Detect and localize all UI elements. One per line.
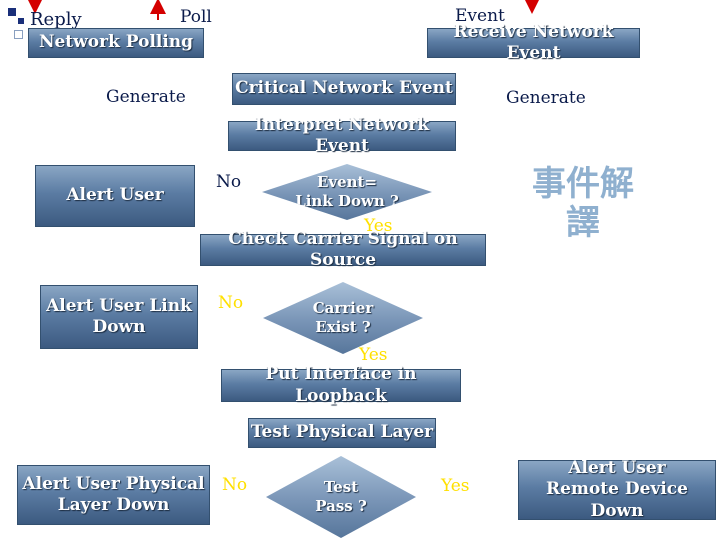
- alert-user-remote-line1: Alert User: [568, 458, 666, 479]
- check-carrier-signal-box: Check Carrier Signal on Source: [200, 229, 486, 270]
- event-link-down-line1: Event=: [316, 173, 378, 192]
- carrier-exist-line1: Carrier: [312, 299, 374, 318]
- yes-label-2: Yes: [359, 345, 388, 365]
- alert-user-box: Alert User: [35, 165, 195, 227]
- test-physical-layer-text: Test Physical Layer: [250, 422, 434, 443]
- put-interface-loopback-text: Put Interface in Loopback: [265, 364, 417, 406]
- alert-user-remote-device-box: Alert User Remote Device Down: [518, 458, 716, 521]
- network-polling-box: Network Polling: [28, 28, 204, 58]
- put-interface-loopback-box: Put Interface in Loopback: [221, 364, 461, 406]
- test-physical-layer-box: Test Physical Layer: [248, 418, 436, 448]
- alert-user-physical-line1: Alert User Physical: [22, 473, 205, 494]
- alert-user-remote-line2: Remote Device Down: [546, 479, 688, 521]
- alert-user-physical-layer-box: Alert User Physical Layer Down: [17, 465, 210, 525]
- slide-bullet-square-light: [14, 30, 23, 39]
- generate-right-label: Generate: [506, 88, 586, 108]
- no-label-1: No: [216, 172, 242, 192]
- watermark-line2: 譯: [566, 203, 600, 244]
- receive-network-event-box: Receive Network Event: [427, 22, 640, 63]
- poll-label: Poll: [180, 7, 212, 27]
- no-label-3: No: [222, 475, 248, 495]
- critical-network-event-text: Critical Network Event: [235, 78, 453, 99]
- alert-user-link-down-line1: Alert User Link: [46, 295, 192, 316]
- yes-label-1: Yes: [364, 216, 393, 236]
- interpret-network-event-box: Interpret Network Event: [228, 115, 456, 156]
- yes-label-3: Yes: [441, 476, 470, 496]
- test-pass-line2: Pass ?: [315, 497, 367, 515]
- alert-user-text: Alert User: [66, 185, 164, 206]
- check-carrier-signal-text: Check Carrier Signal on Source: [228, 228, 458, 270]
- slide-bullet-square-small: [18, 18, 24, 24]
- chinese-watermark: 事件解 譯: [523, 164, 643, 244]
- alert-user-physical-line2: Layer Down: [57, 495, 170, 515]
- event-link-down-line2: Link Down ?: [295, 192, 399, 210]
- no-label-2: No: [218, 293, 244, 313]
- alert-user-link-down-line2: Down: [92, 317, 146, 337]
- event-label: Event: [455, 6, 505, 26]
- generate-left-label: Generate: [106, 87, 186, 107]
- interpret-network-event-text: Interpret Network Event: [254, 114, 430, 156]
- slide-bullet-square: [8, 8, 16, 16]
- carrier-exist-line2: Exist ?: [315, 318, 371, 336]
- receive-network-event-text: Receive Network Event: [453, 21, 614, 63]
- network-polling-text: Network Polling: [38, 32, 194, 53]
- reply-label: Reply: [30, 9, 82, 30]
- test-pass-line1: Test: [323, 478, 359, 497]
- watermark-line1: 事件解: [532, 164, 634, 204]
- alert-user-link-down-box: Alert User Link Down: [40, 285, 198, 349]
- critical-network-event-box: Critical Network Event: [232, 73, 456, 105]
